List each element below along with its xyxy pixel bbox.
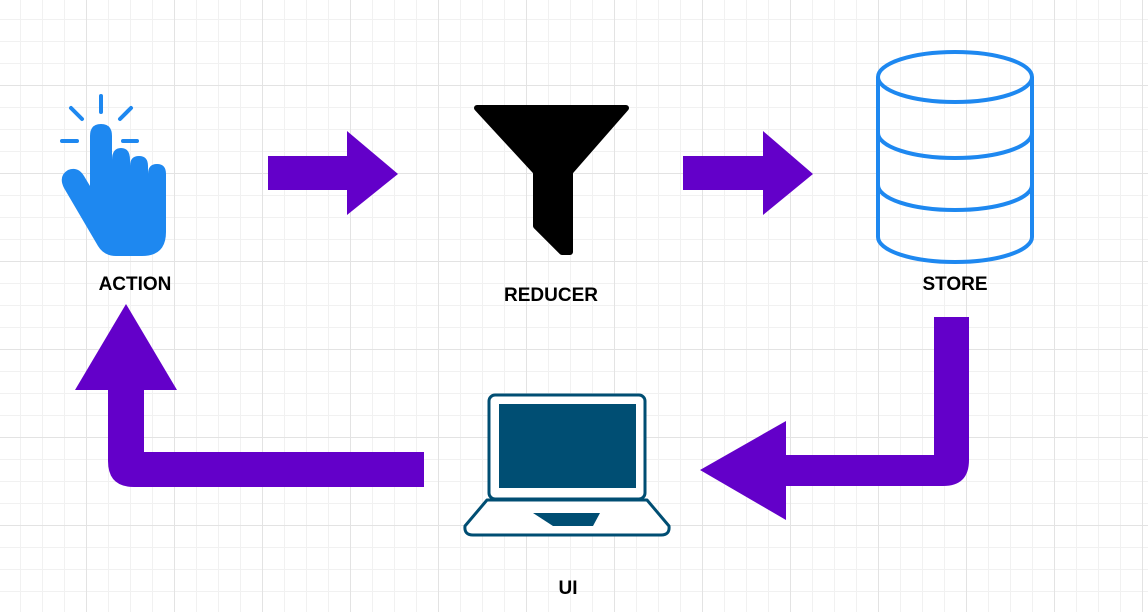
node-label-store: STORE <box>922 274 988 295</box>
arrow-reducer-to-store <box>683 131 813 215</box>
arrow-ui-to-action <box>75 304 424 487</box>
node-label-ui: UI <box>558 578 578 599</box>
funnel-icon <box>474 105 629 255</box>
arrow-action-to-reducer <box>268 131 398 215</box>
laptop-icon <box>463 393 671 537</box>
database-icon <box>876 50 1034 264</box>
arrow-store-to-ui <box>700 317 969 520</box>
tap-hand-icon <box>60 94 166 256</box>
node-label-reducer: REDUCER <box>504 285 598 306</box>
node-label-action: ACTION <box>98 274 172 295</box>
